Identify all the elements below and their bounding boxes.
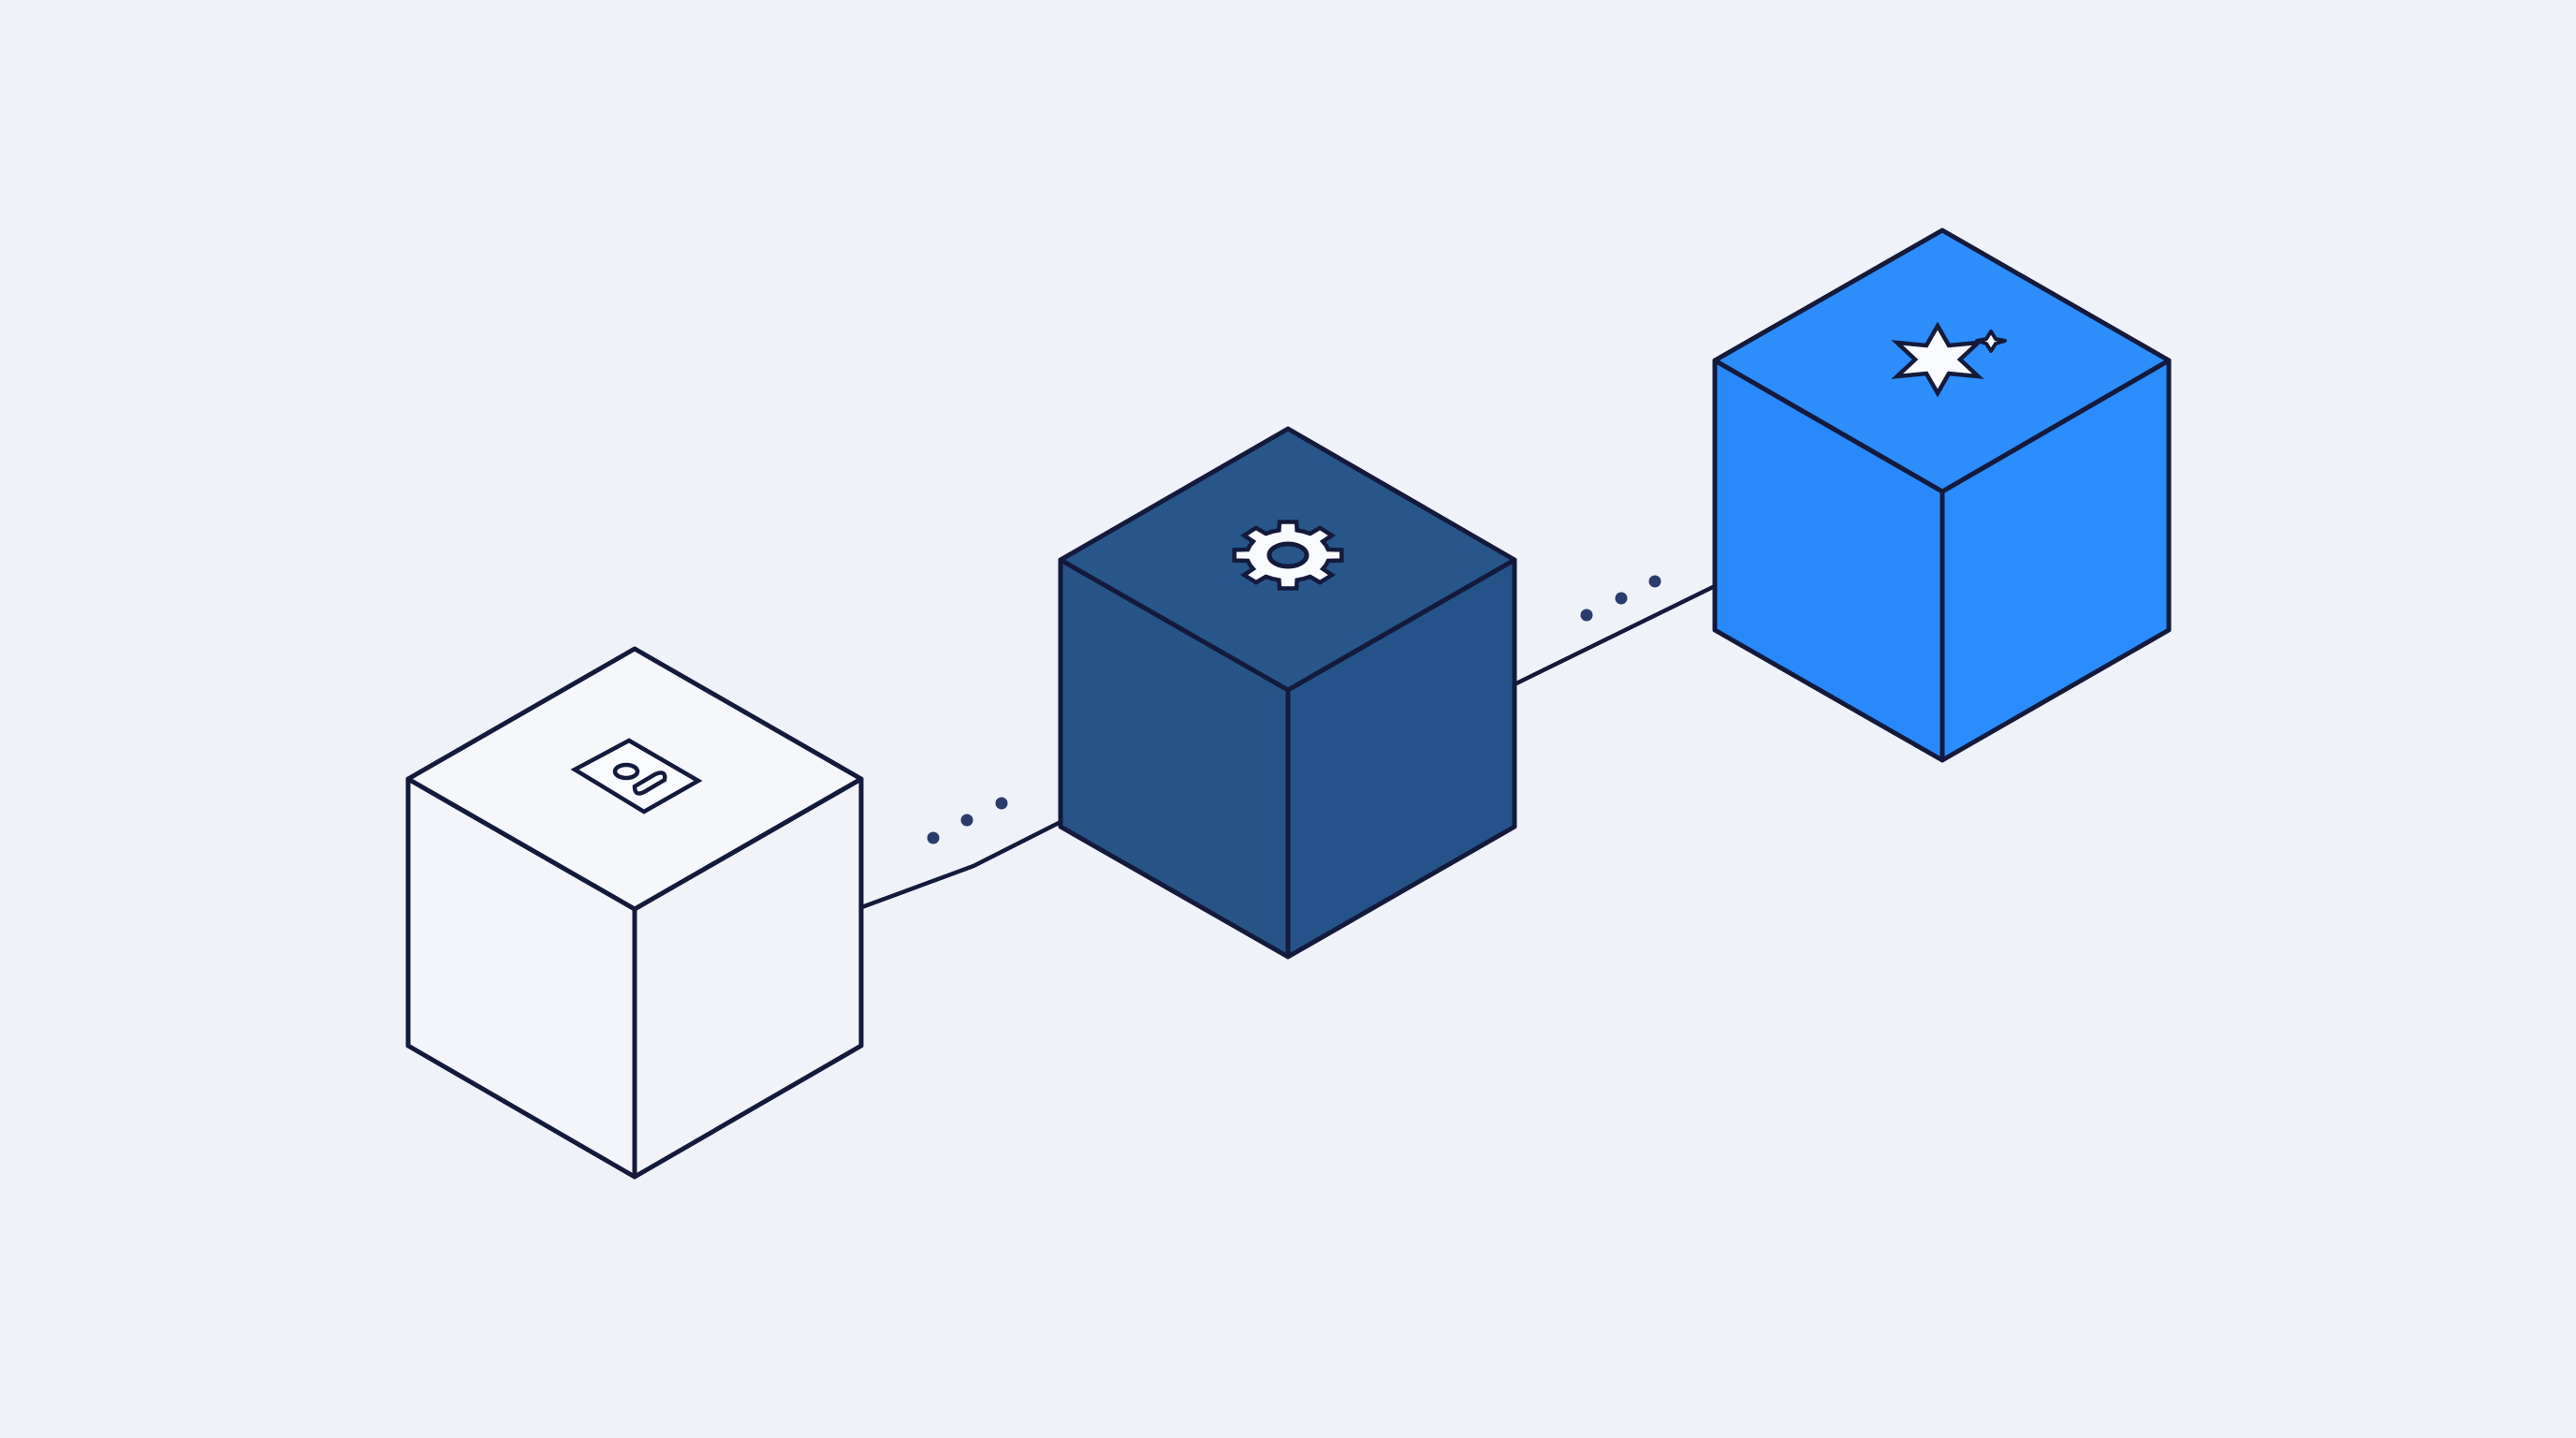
block-navy <box>1058 426 1517 960</box>
gear-icon <box>1232 520 1344 591</box>
sparkle-icon <box>1891 321 2007 398</box>
trail-dot <box>995 797 1008 810</box>
trail-dot <box>927 831 940 844</box>
trail-dot <box>1615 592 1628 605</box>
trail-dot <box>1648 575 1661 588</box>
block-outline <box>405 646 864 1180</box>
document-link-icon <box>570 738 703 814</box>
block-blue <box>1712 227 2172 763</box>
trail-dot <box>1580 609 1593 622</box>
trail-dot <box>960 814 973 827</box>
